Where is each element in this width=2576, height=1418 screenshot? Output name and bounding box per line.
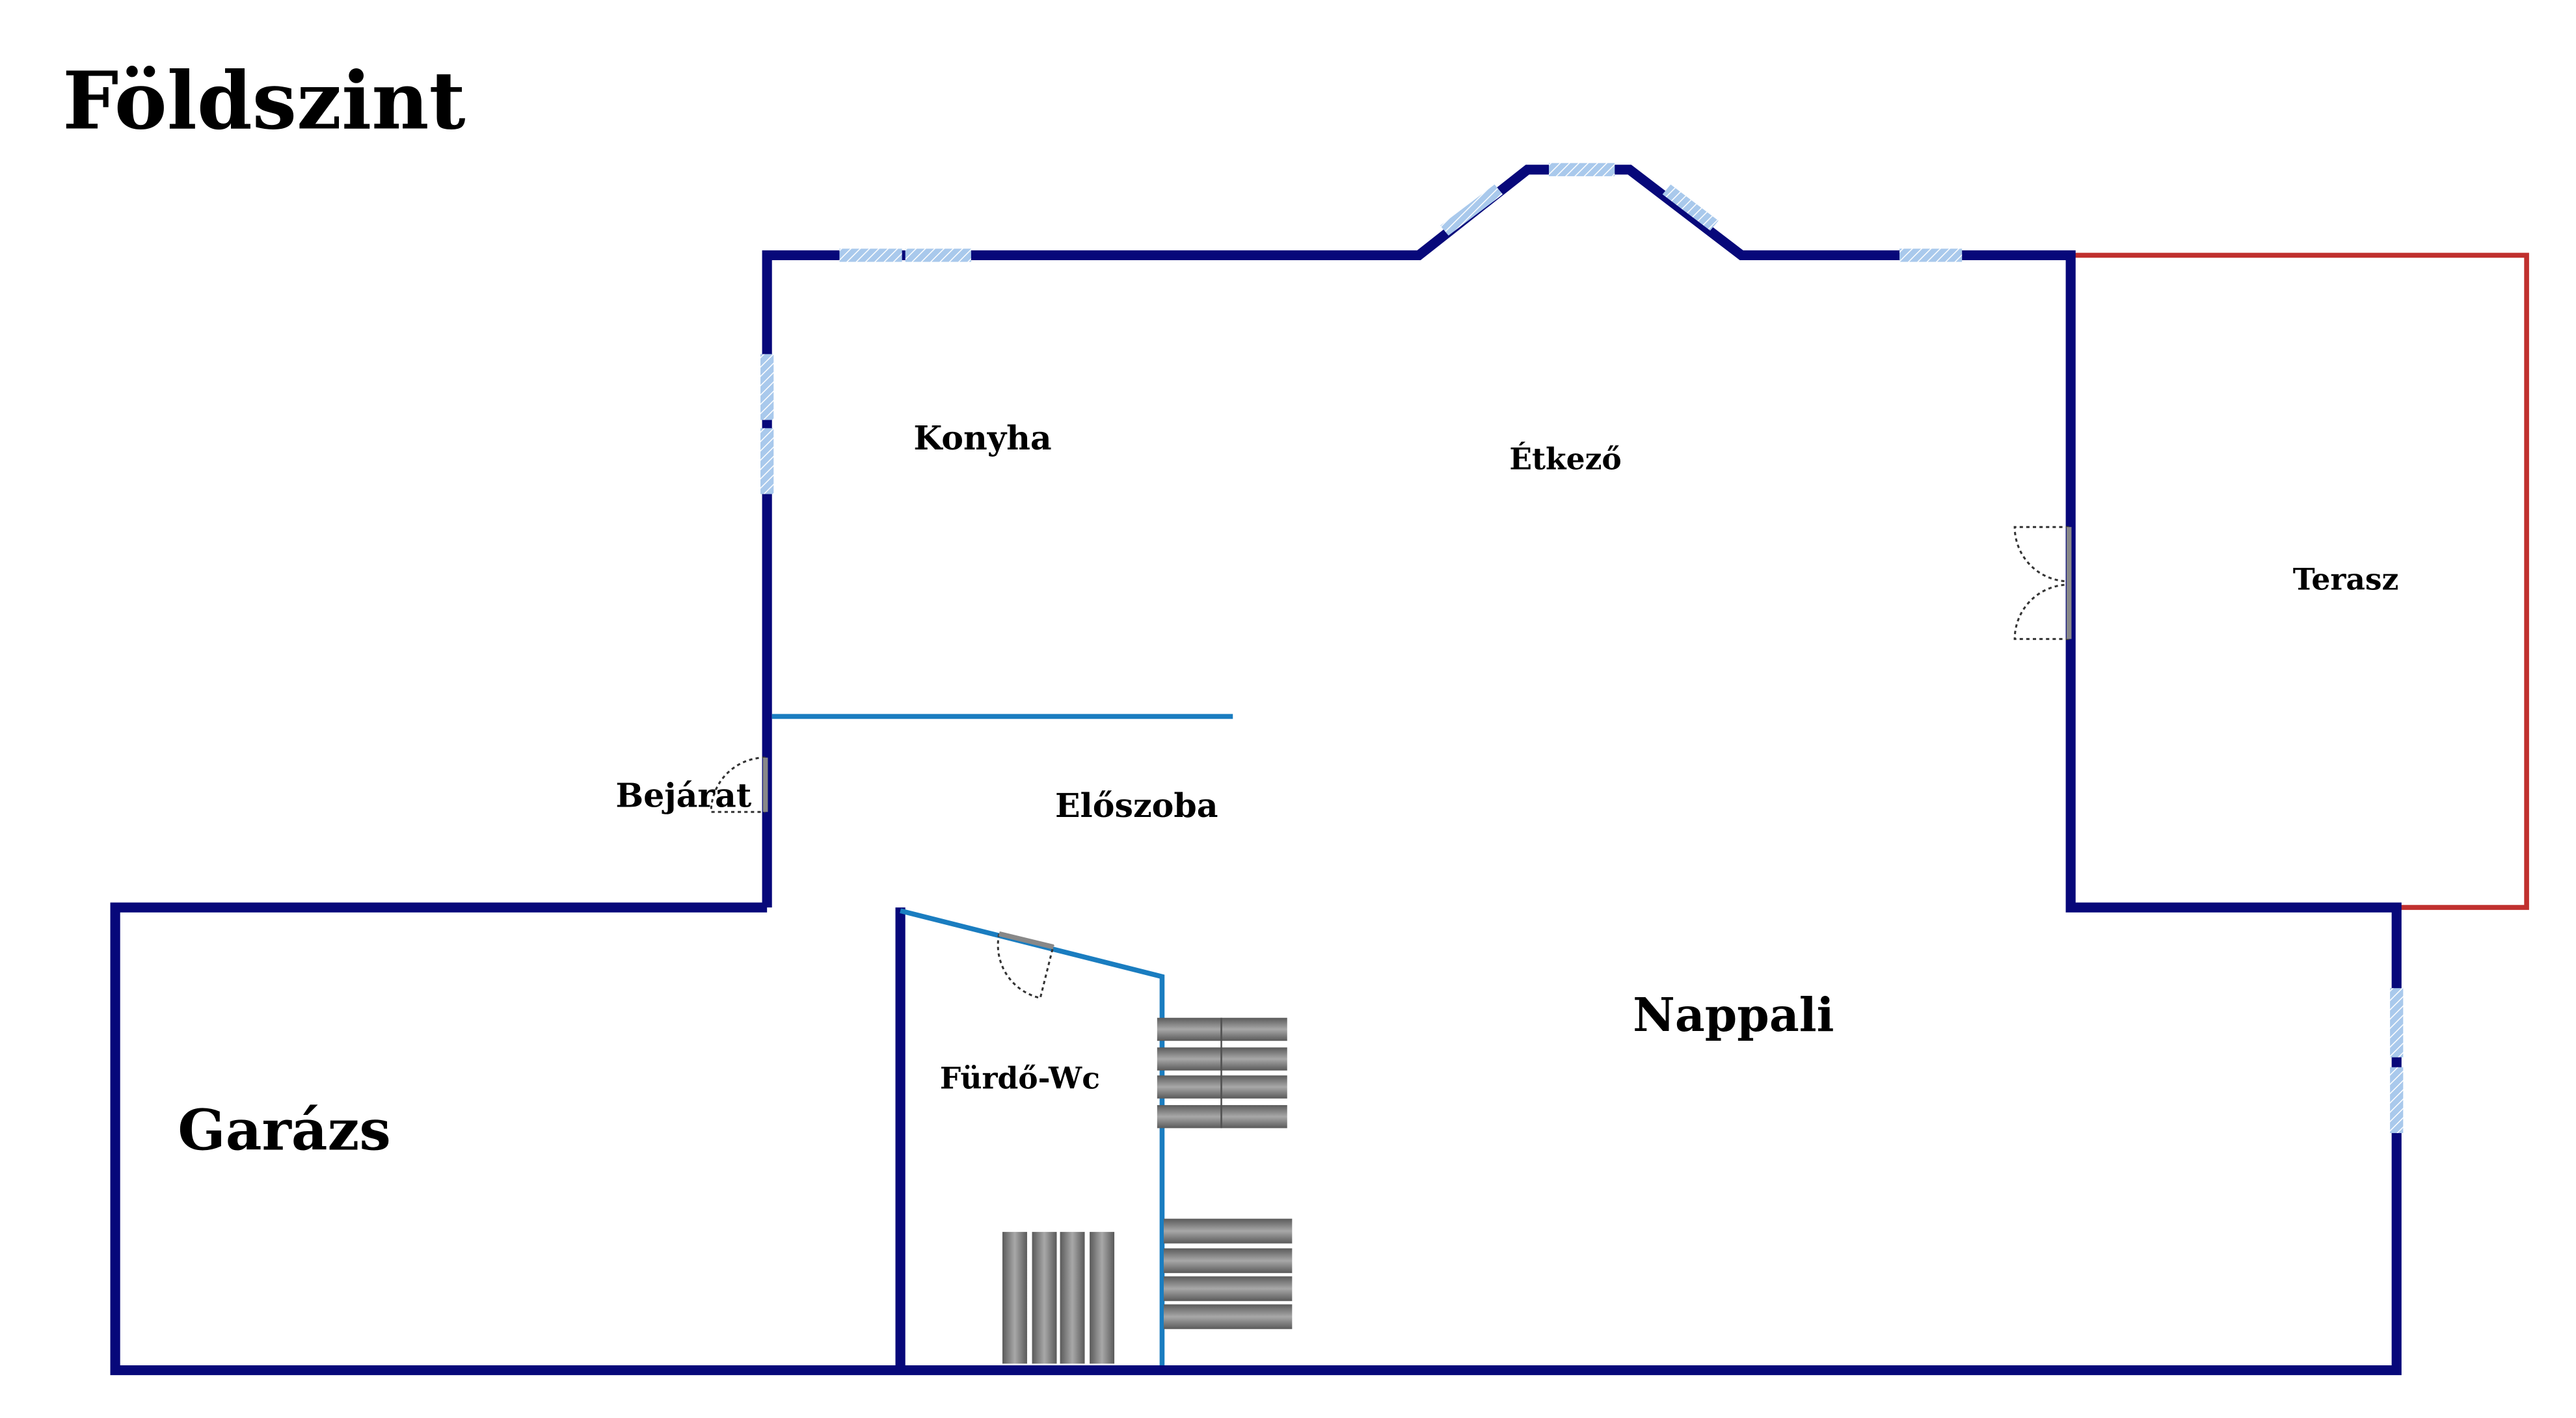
radiator-stack-lower [1163,1218,1293,1330]
window-kitchen-top-2 [905,248,971,262]
terrace-outline [2071,252,2529,910]
radiator-bar [1060,1231,1085,1364]
room-label-eloszoba: Előszoba [1055,786,1218,825]
radiator-bar [1090,1231,1115,1364]
radiator-bar [1163,1248,1293,1274]
radiator-bar [1032,1231,1057,1364]
room-label-konyha: Konyha [913,418,1051,457]
doors [710,526,2072,1000]
window-living-side-2 [2390,1067,2404,1133]
room-label-furdo-wc: Fürdő-Wc [940,1061,1100,1096]
window-bay-right [1662,184,1719,231]
window-living-side-1 [2390,988,2404,1058]
window-bay-top [1549,163,1615,176]
radiator-bar [1163,1304,1293,1330]
room-label-nappali: Nappali [1633,987,1834,1042]
room-label-terasz: Terasz [2293,561,2399,596]
floor-title: Földszint [62,54,466,147]
inner-walls [771,714,1233,1365]
radiator-bar [1163,1276,1293,1302]
door-bathroom [997,931,1054,1000]
door-terrace [2013,526,2072,640]
windows [760,163,2404,1133]
window-kitchen-side-2 [760,428,774,494]
room-label-garazs: Garázs [178,1097,391,1163]
room-label-etkezo: Étkező [1509,442,1621,477]
radiator-stack-upper [1157,1017,1287,1129]
room-label-bejarat: Bejárat [615,776,751,815]
outer-walls [110,165,2402,1376]
window-kitchen-top-1 [839,248,902,262]
door-entrance [710,756,768,813]
radiator-bathroom [1002,1231,1115,1364]
radiator-bar [1002,1231,1027,1364]
radiator-bar [1163,1218,1293,1244]
window-dining-top [1899,248,1963,262]
window-kitchen-side-1 [760,354,774,420]
window-bay-left [1440,184,1503,236]
radiators [1002,1017,1293,1364]
